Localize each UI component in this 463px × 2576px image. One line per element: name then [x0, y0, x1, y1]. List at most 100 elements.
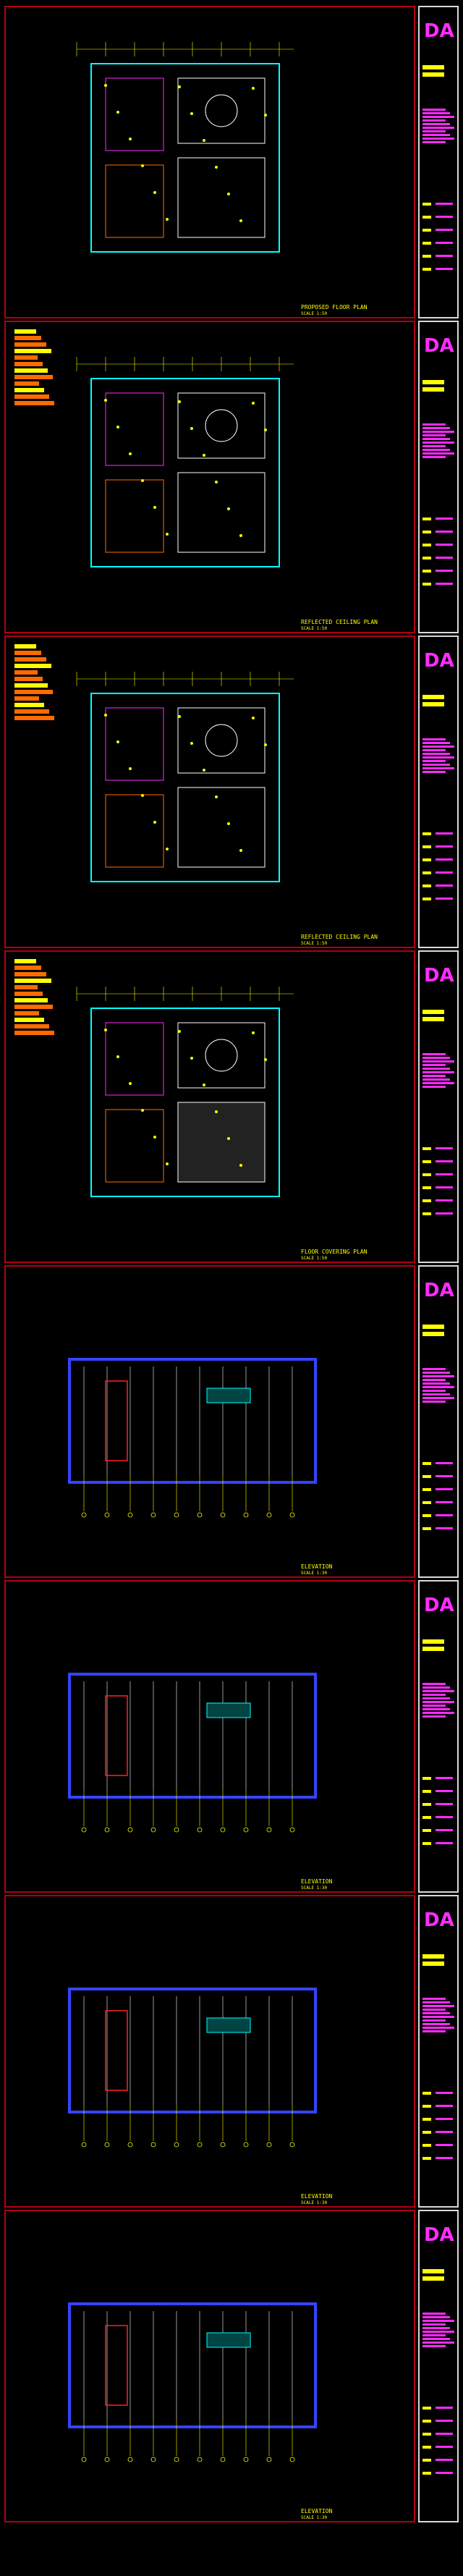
info-row-value — [436, 2420, 453, 2422]
legend-row — [14, 375, 53, 379]
info-row — [422, 518, 431, 520]
company-logo: DA — [424, 20, 454, 42]
note-line — [422, 2016, 454, 2018]
note-line — [422, 427, 450, 429]
floor-plan-drawing — [76, 672, 294, 882]
note-line — [422, 2327, 450, 2329]
info-row — [422, 242, 431, 245]
legend-row — [14, 1031, 54, 1035]
legend-row — [14, 677, 43, 681]
info-row-value — [436, 2472, 453, 2474]
info-row-value — [436, 203, 453, 205]
note-line — [422, 1379, 446, 1381]
elevation-drawing — [68, 1673, 317, 1833]
legend-row — [14, 670, 38, 675]
note-line — [422, 2341, 454, 2344]
legend-row — [14, 336, 41, 340]
info-row-value — [436, 1803, 453, 1805]
note-line — [422, 456, 446, 458]
note-line — [422, 771, 446, 773]
drawing-scale: SCALE 1:50 — [301, 1256, 328, 1261]
note-line — [422, 764, 450, 766]
floor-plan-drawing — [76, 42, 294, 253]
elevation-drawing — [68, 1358, 317, 1518]
note-line — [422, 1053, 446, 1055]
info-row-value — [436, 2131, 453, 2133]
title-bar — [422, 1332, 444, 1336]
note-line — [422, 1368, 446, 1370]
note-line — [422, 742, 450, 744]
sheet-frame — [4, 2210, 415, 2522]
info-row — [422, 2118, 431, 2121]
info-row-value — [436, 583, 453, 585]
info-row — [422, 1777, 431, 1780]
title-bar — [422, 380, 444, 384]
info-row-value — [436, 2446, 453, 2448]
note-line — [422, 1697, 450, 1699]
info-row — [422, 1829, 431, 1832]
legend-row — [14, 959, 36, 963]
company-logo: DA — [424, 335, 454, 357]
info-row — [422, 583, 431, 586]
note-line — [422, 2331, 454, 2333]
legend-row — [14, 651, 41, 655]
title-block: DA — [418, 635, 459, 948]
info-row — [422, 203, 431, 206]
info-row — [422, 2131, 431, 2134]
note-line — [422, 749, 446, 751]
drawing-caption: ELEVATION — [301, 2508, 333, 2514]
legend-row — [14, 644, 36, 649]
info-row — [422, 531, 431, 533]
legend-row — [14, 972, 46, 976]
note-line — [422, 2023, 450, 2025]
legend-row — [14, 394, 49, 399]
info-row-value — [436, 216, 453, 218]
drawing-caption: ELEVATION — [301, 1563, 333, 1570]
note-line — [422, 1401, 446, 1403]
legend-row — [14, 657, 46, 662]
info-row-value — [436, 1147, 453, 1149]
note-line — [422, 1057, 450, 1059]
note-line — [422, 452, 454, 455]
info-row-value — [436, 1475, 453, 1477]
note-line — [422, 2338, 450, 2340]
info-row-value — [436, 2407, 453, 2409]
legend-row — [14, 1011, 39, 1015]
note-line — [422, 423, 446, 426]
note-line — [422, 1372, 450, 1374]
info-row-value — [436, 1173, 453, 1175]
note-line — [422, 1390, 446, 1392]
info-row — [422, 1790, 431, 1793]
info-row-value — [436, 242, 453, 244]
note-line — [422, 2027, 454, 2029]
note-line — [422, 1715, 446, 1718]
info-row-value — [436, 1462, 453, 1464]
note-line — [422, 1393, 450, 1395]
drawing-caption: PROPOSED FLOOR PLAN — [301, 304, 368, 311]
title-bar — [422, 72, 444, 77]
info-row — [422, 1147, 431, 1150]
note-line — [422, 2313, 446, 2315]
note-line — [422, 1075, 446, 1077]
note-line — [422, 109, 446, 111]
note-line — [422, 2019, 446, 2022]
info-row-value — [436, 544, 453, 546]
title-block: DA — [418, 1265, 459, 1578]
info-row-value — [436, 832, 453, 835]
company-logo: DA — [424, 1280, 454, 1301]
title-block: DA — [418, 6, 459, 318]
info-row-value — [436, 1527, 453, 1529]
drawing-scale: SCALE 1:50 — [301, 941, 328, 946]
note-line — [422, 431, 454, 433]
note-line — [422, 119, 446, 122]
info-row-value — [436, 1501, 453, 1503]
title-bar — [422, 1325, 444, 1329]
legend-block — [14, 644, 55, 722]
note-line — [422, 760, 446, 762]
info-row-value — [436, 2433, 453, 2435]
info-row — [422, 2472, 431, 2475]
info-row — [422, 2092, 431, 2095]
note-line — [422, 753, 450, 755]
